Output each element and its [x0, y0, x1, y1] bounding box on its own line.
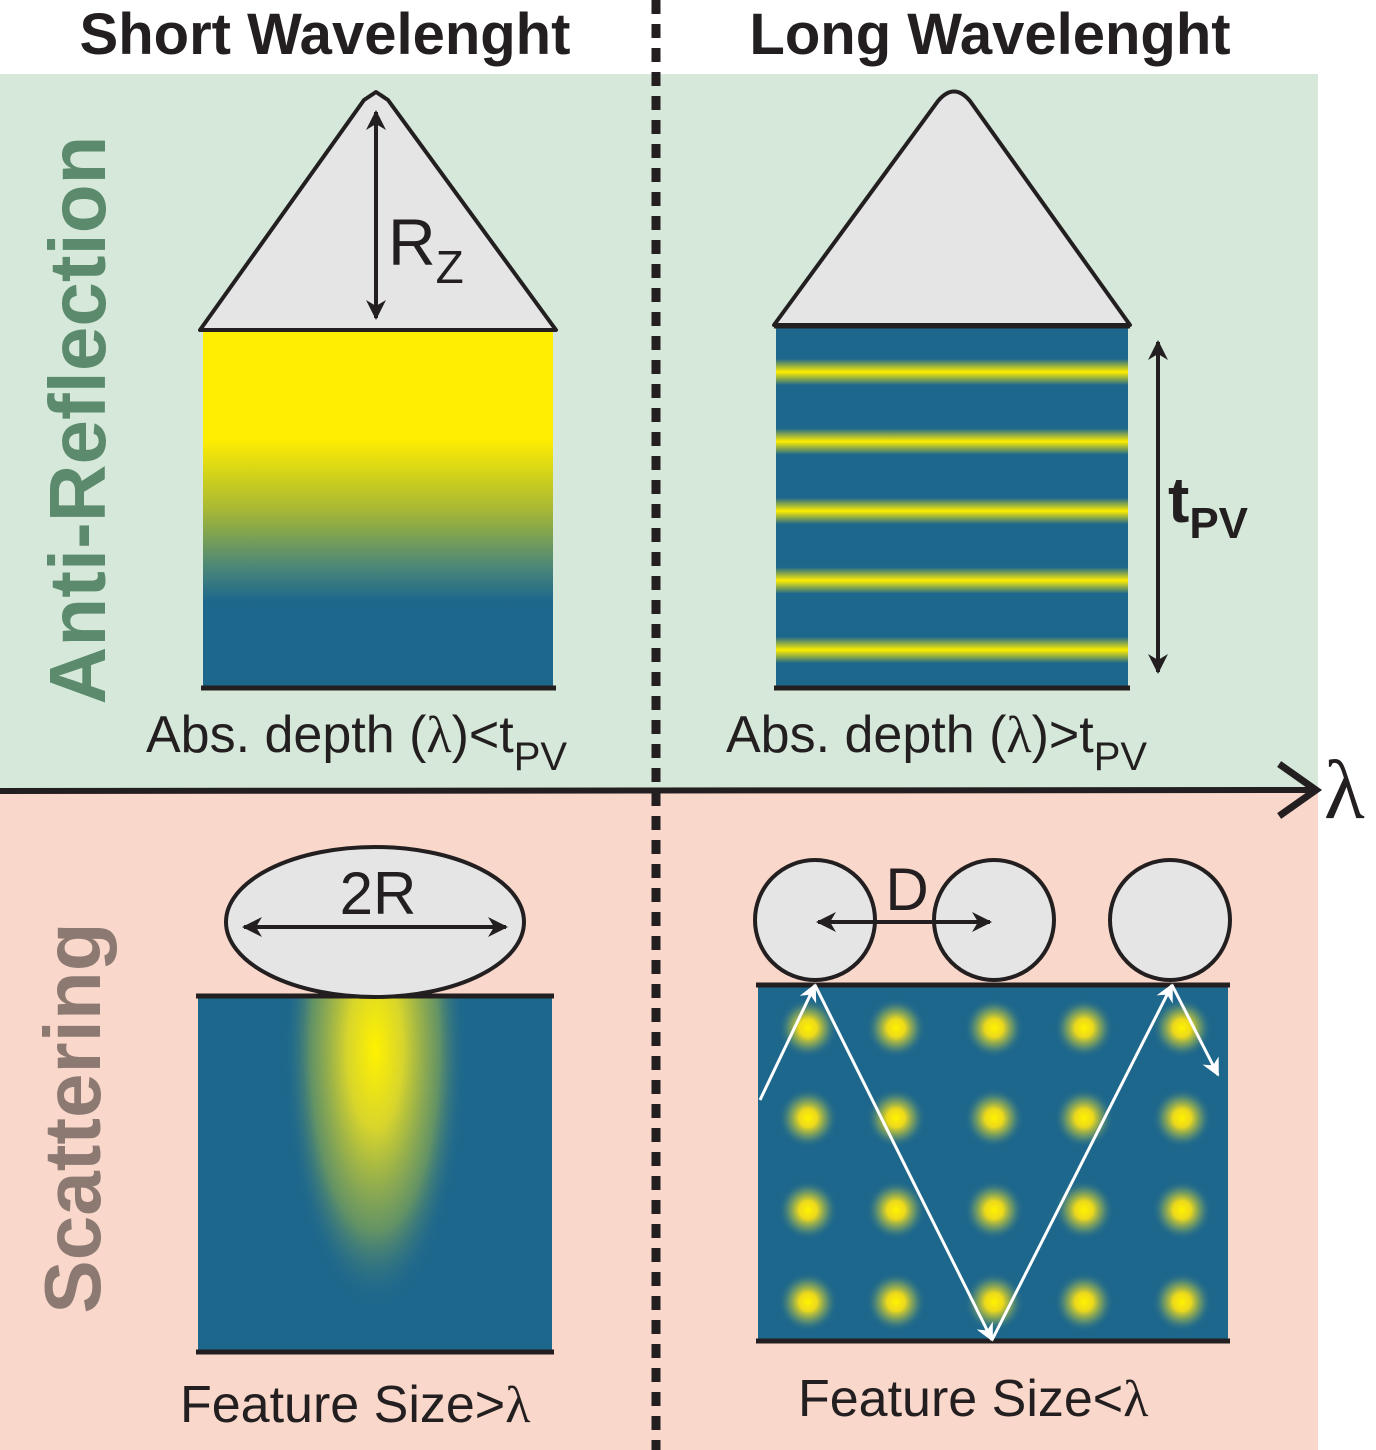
- caption-ar-long-lambda: λ: [1006, 707, 1031, 764]
- light-spot: [964, 1180, 1024, 1240]
- sc-short-panel: 2R Feature Size>λ: [180, 845, 554, 1434]
- rz-label-sub: Z: [436, 241, 464, 293]
- light-spot: [866, 1180, 926, 1240]
- light-spot: [1152, 1272, 1212, 1332]
- caption-sc-short-lambda: λ: [505, 1377, 530, 1434]
- light-spot: [866, 998, 926, 1058]
- light-spot: [1054, 998, 1114, 1058]
- ar-long-panel: tPV Abs. depth (λ)>tPV: [726, 89, 1249, 779]
- wavelength-axis: [0, 787, 1313, 794]
- tpv-label-sub: PV: [1189, 499, 1248, 548]
- distance-label: D: [885, 856, 928, 923]
- standing-wave-stripe: [776, 620, 1128, 680]
- light-spot-array: [778, 998, 1212, 1332]
- small-particle-3: [1108, 858, 1232, 982]
- wavelength-axis-label: λ: [1324, 744, 1365, 837]
- absorber-short: [203, 332, 553, 687]
- caption-ar-long-relation: )>t: [1032, 706, 1095, 764]
- caption-ar-short-sub: PV: [514, 735, 568, 779]
- caption-sc-long-prefix: Feature Size<: [798, 1370, 1123, 1428]
- tpv-label-main: t: [1168, 464, 1189, 536]
- light-ray-in: [758, 983, 817, 1101]
- standing-wave-stripe: [776, 481, 1128, 541]
- caption-sc-short-prefix: Feature Size>: [180, 1376, 505, 1434]
- heading-short-wavelength: Short Wavelenght: [80, 2, 571, 67]
- light-spot: [1054, 1180, 1114, 1240]
- light-spot: [1152, 1088, 1212, 1148]
- light-spot: [964, 1088, 1024, 1148]
- caption-sc-long-lambda: λ: [1123, 1371, 1148, 1428]
- light-ray-up: [990, 983, 1174, 1341]
- caption-sc-short: Feature Size>λ: [180, 1376, 530, 1434]
- light-spot: [778, 998, 838, 1058]
- caption-ar-short-lambda: λ: [426, 707, 451, 764]
- row-title-anti-reflection: Anti-Reflection: [33, 136, 122, 705]
- light-ray-out: [1170, 984, 1220, 1077]
- caption-sc-long: Feature Size<λ: [798, 1370, 1148, 1428]
- light-spot: [866, 1088, 926, 1148]
- light-spot: [778, 1180, 838, 1240]
- light-spot: [1152, 998, 1212, 1058]
- light-ray-down: [813, 984, 994, 1342]
- wavelength-axis-arrowhead: [1277, 761, 1323, 819]
- row-title-scattering: Scattering: [28, 922, 117, 1313]
- caption-ar-long-sub: PV: [1094, 735, 1148, 779]
- standing-wave-stripe: [776, 550, 1128, 611]
- light-spot: [1054, 1272, 1114, 1332]
- caption-ar-long: Abs. depth (λ)>tPV: [726, 706, 1147, 779]
- caption-ar-short: Abs. depth (λ)<tPV: [146, 706, 567, 779]
- light-spot: [866, 1272, 926, 1332]
- caption-ar-short-prefix: Abs. depth (: [146, 706, 427, 764]
- caption-ar-long-prefix: Abs. depth (: [726, 706, 1007, 764]
- tpv-label: tPV: [1168, 464, 1249, 548]
- standing-wave-stripe: [776, 342, 1128, 402]
- rz-label: RZ: [388, 205, 464, 293]
- radius-label: 2R: [340, 860, 417, 927]
- ar-short-panel: RZ Abs. depth (λ)<tPV: [146, 90, 567, 779]
- rz-label-main: R: [388, 205, 436, 279]
- light-spot: [1054, 1088, 1114, 1148]
- caption-ar-short-relation: )<t: [452, 706, 515, 764]
- light-spot: [964, 998, 1024, 1058]
- light-plume: [283, 996, 467, 1310]
- standing-wave-stripes: [776, 342, 1128, 680]
- light-spot: [1152, 1180, 1212, 1240]
- light-spot: [778, 1088, 838, 1148]
- heading-long-wavelength: Long Wavelenght: [749, 2, 1230, 67]
- pyramid-texture-long: [772, 89, 1132, 327]
- standing-wave-stripe: [776, 411, 1128, 472]
- light-spot: [778, 1272, 838, 1332]
- sc-long-panel: D Feature Size<λ: [753, 856, 1232, 1428]
